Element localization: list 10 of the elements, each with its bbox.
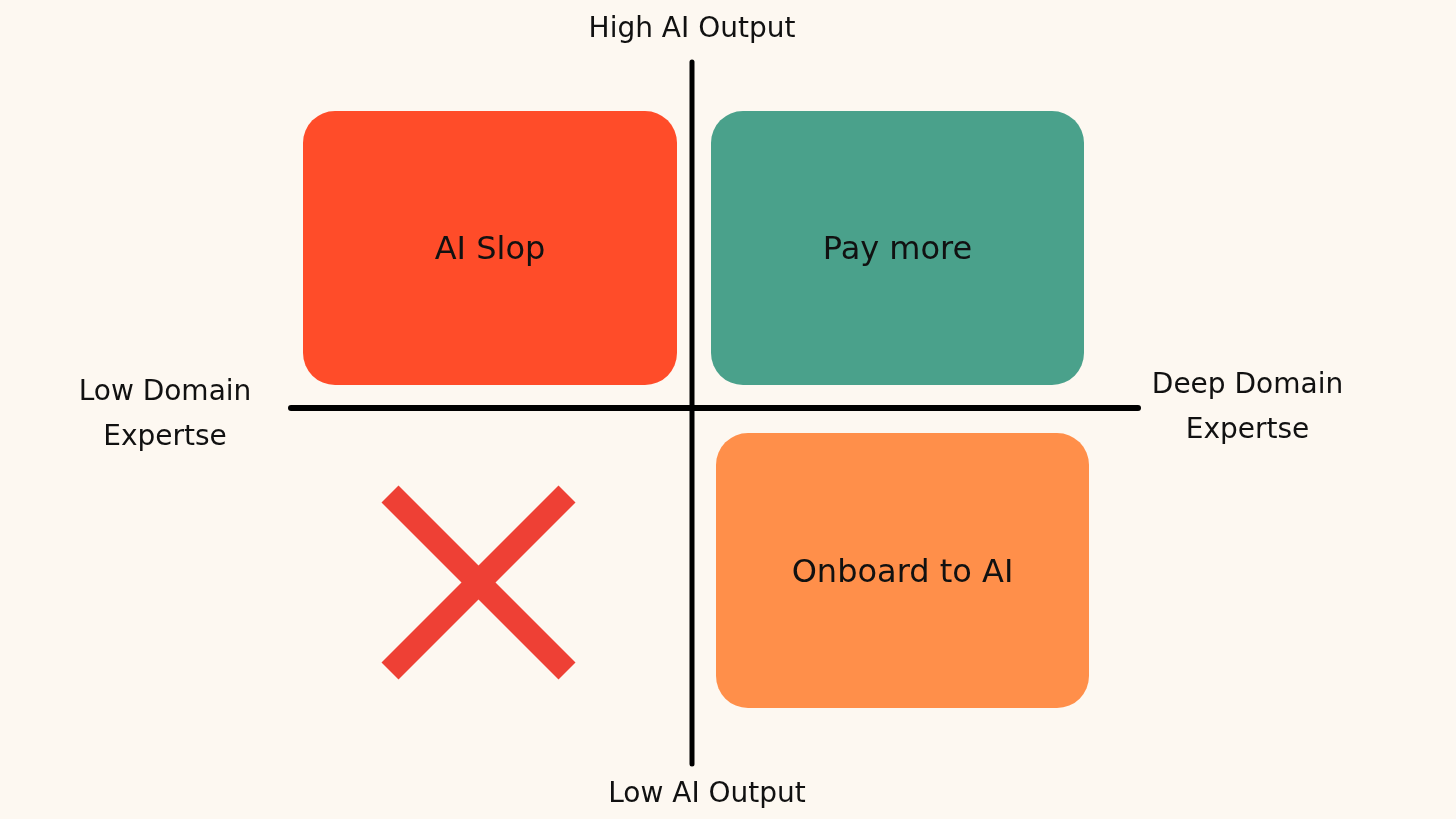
axis-label: High AI Output	[587, 10, 797, 46]
quadrant-box	[711, 111, 1084, 385]
axis-label: Deep Domain Expertse	[1150, 366, 1345, 447]
quadrant-label: AI Slop	[434, 229, 546, 267]
quadrant-label: Onboard to AI	[791, 551, 1014, 590]
quadrant-box	[716, 433, 1089, 708]
quadrant-label: Pay more	[822, 229, 973, 267]
axis-label: Low Domain Expertse	[77, 373, 253, 454]
axis-label: Low AI Output	[607, 775, 807, 811]
quadrant-box	[303, 111, 677, 385]
